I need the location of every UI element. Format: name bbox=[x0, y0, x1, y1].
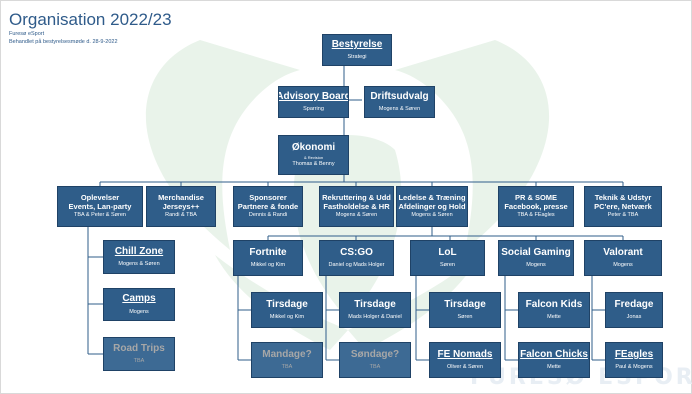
team-sub: TBA bbox=[281, 364, 293, 371]
game-title: LoL bbox=[438, 246, 457, 258]
team-sub: Paul & Mogens bbox=[615, 364, 653, 371]
team-title: Tirsdage bbox=[266, 298, 308, 310]
game-sub: Mogens bbox=[526, 262, 546, 269]
game-box: Fortnite Mikkel og Kim bbox=[233, 240, 303, 276]
game-title: CS:GO bbox=[340, 246, 373, 258]
committee-title2: PC'ere, Netværk bbox=[594, 201, 652, 211]
team-sub: Mette bbox=[547, 314, 561, 321]
team-box: Mandage? TBA bbox=[251, 342, 323, 378]
ops-box: Driftsudvalg Mogens & Søren bbox=[364, 86, 435, 118]
committee-sub: Dennis & Randi bbox=[248, 212, 288, 219]
committee-title: Merchandise bbox=[158, 193, 204, 203]
event-title: Road Trips bbox=[113, 342, 165, 354]
committee-title: Ledelse & Træning bbox=[398, 193, 466, 203]
team-sub: TBA bbox=[369, 364, 381, 371]
game-sub: Søren bbox=[440, 262, 455, 269]
team-box: Fredage Jonas bbox=[605, 292, 663, 328]
board-box: Bestyrelse Strategi bbox=[322, 34, 392, 66]
advisory-box: Advisory Board Sparring bbox=[278, 86, 349, 118]
committee-title2: Events, Lan-party bbox=[68, 201, 132, 211]
game-title: Valorant bbox=[603, 246, 643, 258]
committee-title2: Afdelinger og Hold bbox=[398, 201, 466, 211]
team-title: FE Nomads bbox=[437, 348, 493, 360]
committee-sub: Randi & TBA bbox=[165, 212, 197, 219]
committee-box: Teknik & Udstyr PC'ere, Netværk Peter & … bbox=[584, 186, 662, 227]
committee-box: Sponsorer Partnere & fonde Dennis & Rand… bbox=[233, 186, 303, 227]
team-box: Tirsdage Søren bbox=[429, 292, 501, 328]
advisory-title: Advisory Board bbox=[278, 90, 349, 102]
team-title: Tirsdage bbox=[354, 298, 396, 310]
team-title: Søndage? bbox=[350, 348, 400, 360]
game-title: Fortnite bbox=[249, 246, 287, 258]
team-title: Mandage? bbox=[262, 348, 312, 360]
committee-title: PR & SOME bbox=[514, 193, 558, 203]
page-title: Organisation 2022/23 bbox=[9, 10, 172, 29]
committee-title: Sponsorer bbox=[249, 193, 287, 203]
committee-box: Merchandise Jerseys++ Randi & TBA bbox=[146, 186, 216, 227]
committee-title: Oplevelser bbox=[80, 193, 120, 203]
team-sub: Oliver & Søren bbox=[446, 364, 484, 371]
team-box: Falcon Kids Mette bbox=[518, 292, 590, 328]
committee-sub: TBA & FEagles bbox=[517, 212, 555, 219]
team-sub: Mette bbox=[547, 364, 561, 371]
committee-title2: Jerseys++ bbox=[162, 201, 200, 211]
committee-title: Rekruttering & Udd bbox=[322, 193, 391, 203]
team-sub: Mikkel og Kim bbox=[269, 314, 305, 321]
team-box: Falcon Chicks Mette bbox=[518, 342, 590, 378]
game-sub: Mogens bbox=[613, 262, 633, 269]
game-box: CS:GO Daniel og Mads Holger bbox=[319, 240, 394, 276]
team-sub: Mads Holger & Daniel bbox=[348, 314, 402, 321]
team-title: FEagles bbox=[614, 348, 654, 360]
board-title: Bestyrelse bbox=[331, 38, 383, 50]
committee-title: Teknik & Udstyr bbox=[594, 193, 652, 203]
board-sub: Strategi bbox=[347, 54, 367, 61]
event-box: Chill Zone Mogens & Søren bbox=[103, 240, 175, 274]
committee-box: Oplevelser Events, Lan-party TBA & Peter… bbox=[57, 186, 143, 227]
economy-sub: Thomas & Benny bbox=[292, 160, 335, 167]
team-sub: Jonas bbox=[626, 314, 642, 321]
economy-title: Økonomi bbox=[291, 142, 336, 154]
committee-box: Rekruttering & Udd Fastholdelse & HR Mog… bbox=[319, 186, 394, 227]
team-title: Tirsdage bbox=[444, 298, 486, 310]
event-box: Road Trips TBA bbox=[103, 337, 175, 371]
event-title: Chill Zone bbox=[114, 245, 164, 257]
team-box: FEagles Paul & Mogens bbox=[605, 342, 663, 378]
team-box: Tirsdage Mikkel og Kim bbox=[251, 292, 323, 328]
event-sub: Mogens bbox=[129, 308, 149, 315]
advisory-sub: Sparring bbox=[303, 106, 324, 113]
team-box: Søndage? TBA bbox=[339, 342, 411, 378]
committee-title2: Facebook, presse bbox=[504, 201, 568, 211]
game-sub: Mikkel og Kim bbox=[250, 262, 286, 269]
committee-sub: Peter & TBA bbox=[607, 212, 639, 219]
committee-box: Ledelse & Træning Afdelinger og Hold Mog… bbox=[396, 186, 468, 227]
team-box: FE Nomads Oliver & Søren bbox=[429, 342, 501, 378]
event-title: Camps bbox=[122, 293, 156, 305]
game-sub: Daniel og Mads Holger bbox=[328, 262, 385, 269]
approval-note: Behandlet på bestyrelsesmøde d. 28-9-202… bbox=[9, 39, 118, 45]
committee-title2: Partnere & fonde bbox=[237, 201, 299, 211]
committee-title2: Fastholdelse & HR bbox=[323, 201, 390, 211]
ops-sub: Mogens & Søren bbox=[378, 106, 421, 113]
game-box: Social Gaming Mogens bbox=[498, 240, 574, 276]
team-title: Fredage bbox=[614, 298, 654, 310]
economy-note: & Revision bbox=[303, 154, 324, 160]
team-title: Falcon Chicks bbox=[520, 348, 588, 360]
committee-box: PR & SOME Facebook, presse TBA & FEagles bbox=[498, 186, 574, 227]
committee-sub: Mogens & Søren bbox=[411, 212, 453, 219]
team-sub: Søren bbox=[457, 314, 473, 321]
team-box: Tirsdage Mads Holger & Daniel bbox=[339, 292, 411, 328]
event-box: Camps Mogens bbox=[103, 288, 175, 321]
committee-sub: Mogens & Søren bbox=[335, 212, 378, 219]
game-title: Social Gaming bbox=[501, 246, 571, 258]
team-title: Falcon Kids bbox=[525, 298, 583, 310]
event-sub: TBA bbox=[133, 358, 145, 365]
org-name: Furesø eSport bbox=[9, 31, 45, 37]
committee-sub: TBA & Peter & Søren bbox=[74, 212, 126, 219]
game-box: Valorant Mogens bbox=[584, 240, 662, 276]
game-box: LoL Søren bbox=[410, 240, 485, 276]
ops-title: Driftsudvalg bbox=[370, 90, 429, 102]
event-sub: Mogens & Søren bbox=[118, 261, 160, 268]
economy-box: Økonomi & Revision Thomas & Benny bbox=[278, 135, 349, 175]
